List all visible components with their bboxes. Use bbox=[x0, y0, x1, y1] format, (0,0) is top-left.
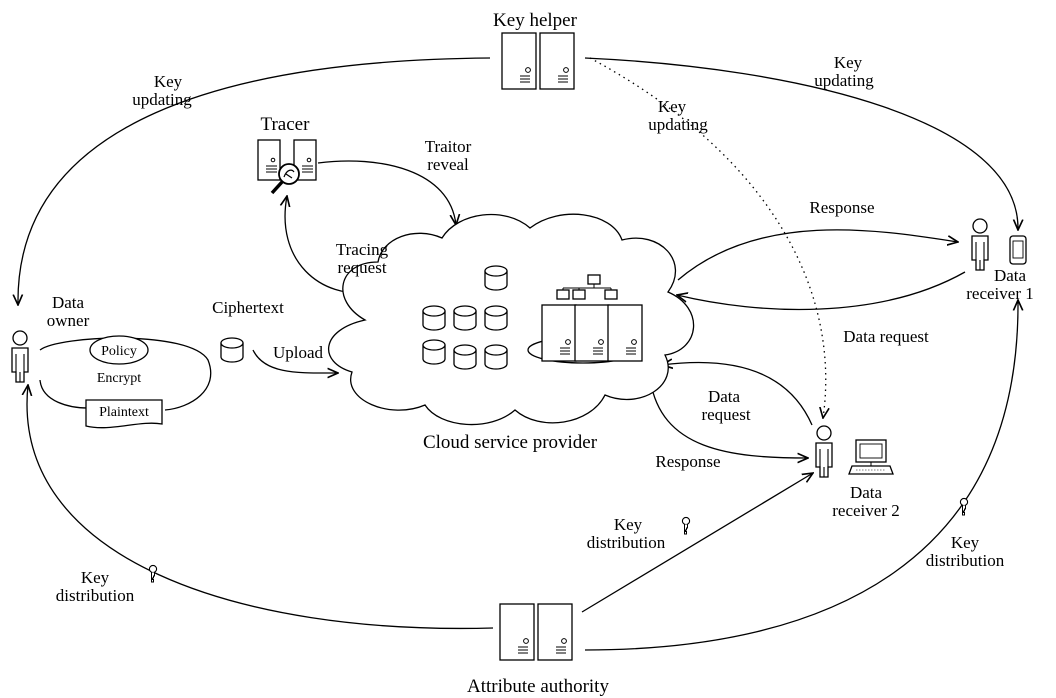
key-dist-owner-label-2: distribution bbox=[56, 586, 135, 605]
key-dist-r2-label-2: distribution bbox=[587, 533, 666, 552]
attribute-authority-node: Attribute authority bbox=[467, 603, 609, 697]
receiver1-label-line1: Data bbox=[994, 266, 1027, 285]
server-icon bbox=[537, 603, 573, 661]
traitor-reveal-label-1: Traitor bbox=[425, 137, 472, 156]
key-update-r1-label-1: Key bbox=[834, 53, 863, 72]
magnifier-icon bbox=[270, 163, 300, 195]
data-owner-node: Data owner Policy Encrypt Plaintext Ciph… bbox=[11, 293, 324, 429]
person-icon bbox=[971, 218, 989, 271]
upload-label: Upload bbox=[273, 343, 324, 362]
server-icon bbox=[539, 32, 575, 90]
receiver2-label-line1: Data bbox=[850, 483, 883, 502]
network-tree-icon bbox=[556, 274, 618, 300]
server-icon bbox=[499, 603, 535, 661]
key-update-r1-label-2: updating bbox=[814, 71, 874, 90]
data-request-r1-label: Data request bbox=[843, 327, 929, 346]
computer-icon bbox=[848, 439, 894, 475]
key-update-r2-label-2: updating bbox=[648, 115, 708, 134]
key-dist-r1-label-2: distribution bbox=[926, 551, 1005, 570]
key-dist-owner-label-1: Key bbox=[81, 568, 110, 587]
key-icon bbox=[681, 516, 691, 535]
plaintext-label: Plaintext bbox=[99, 405, 149, 420]
receiver1-label-line2: receiver 1 bbox=[966, 284, 1033, 303]
edge-data-request-receiver2 bbox=[662, 363, 813, 426]
phone-icon bbox=[1009, 235, 1027, 265]
plaintext-document bbox=[85, 399, 163, 429]
key-dist-r1-label-1: Key bbox=[951, 533, 980, 552]
authority-label: Attribute authority bbox=[467, 676, 609, 697]
tracing-request-label-2: request bbox=[337, 258, 386, 277]
encrypt-loop-bottom bbox=[39, 379, 89, 409]
server-icon bbox=[574, 304, 610, 362]
database-icon bbox=[484, 305, 508, 331]
data-receiver2-node: Data receiver 2 bbox=[815, 425, 900, 520]
data-owner-label-line2: owner bbox=[47, 311, 90, 330]
cloud-label: Cloud service provider bbox=[423, 432, 598, 453]
server-icon bbox=[607, 304, 643, 362]
data-receiver1-node: Data receiver 1 bbox=[966, 218, 1034, 303]
key-helper-node: Key helper bbox=[493, 10, 578, 90]
server-icon bbox=[257, 139, 317, 181]
database-icon bbox=[453, 305, 477, 331]
edge-response-receiver1 bbox=[677, 229, 958, 281]
edge-response-receiver2 bbox=[649, 377, 808, 458]
edge-upload bbox=[252, 349, 338, 373]
data-owner-label-line1: Data bbox=[52, 293, 85, 312]
traitor-reveal-label-2: reveal bbox=[427, 155, 469, 174]
edge-data-request-receiver1 bbox=[677, 271, 966, 311]
server-icon bbox=[541, 304, 577, 362]
receiver2-label-line2: receiver 2 bbox=[832, 501, 899, 520]
edge-traitor-reveal bbox=[317, 160, 456, 225]
database-icon bbox=[422, 305, 446, 331]
key-update-owner-label-2: updating bbox=[132, 90, 192, 109]
database-icon bbox=[220, 337, 244, 363]
edge-key-update-owner bbox=[18, 57, 491, 305]
policy-label: Policy bbox=[101, 344, 137, 359]
edge-key-update-receiver2 bbox=[589, 57, 826, 418]
cloud-icon bbox=[327, 213, 695, 426]
encrypt-label: Encrypt bbox=[97, 371, 141, 386]
policy-ellipse bbox=[89, 335, 149, 365]
database-icon bbox=[422, 339, 446, 365]
server-icon bbox=[501, 32, 537, 90]
tracer-node: Tracer bbox=[257, 114, 317, 195]
database-icon bbox=[484, 265, 508, 291]
database-icon bbox=[484, 344, 508, 370]
edge-key-update-receiver1 bbox=[584, 57, 1018, 230]
key-helper-label: Key helper bbox=[493, 10, 578, 31]
tracing-request-label-1: Tracing bbox=[336, 240, 389, 259]
ciphertext-label: Ciphertext bbox=[212, 298, 284, 317]
edge-key-dist-receiver1 bbox=[584, 300, 1018, 651]
key-dist-r2-label-1: Key bbox=[614, 515, 643, 534]
person-icon bbox=[11, 330, 29, 383]
data-request-r2-label-2: request bbox=[701, 405, 750, 424]
response-r2-label: Response bbox=[655, 452, 720, 471]
data-request-r2-label-1: Data bbox=[708, 387, 741, 406]
response-r1-label: Response bbox=[809, 198, 874, 217]
tracer-label: Tracer bbox=[261, 114, 311, 135]
database-icon bbox=[453, 344, 477, 370]
key-update-r2-label-1: Key bbox=[658, 97, 687, 116]
cloud-service-provider: Cloud service provider bbox=[327, 213, 695, 453]
encrypt-loop-top bbox=[39, 337, 212, 411]
person-icon bbox=[815, 425, 833, 478]
key-update-owner-label-1: Key bbox=[154, 72, 183, 91]
edge-key-dist-owner bbox=[27, 385, 494, 630]
edge-key-dist-receiver2 bbox=[581, 473, 813, 613]
